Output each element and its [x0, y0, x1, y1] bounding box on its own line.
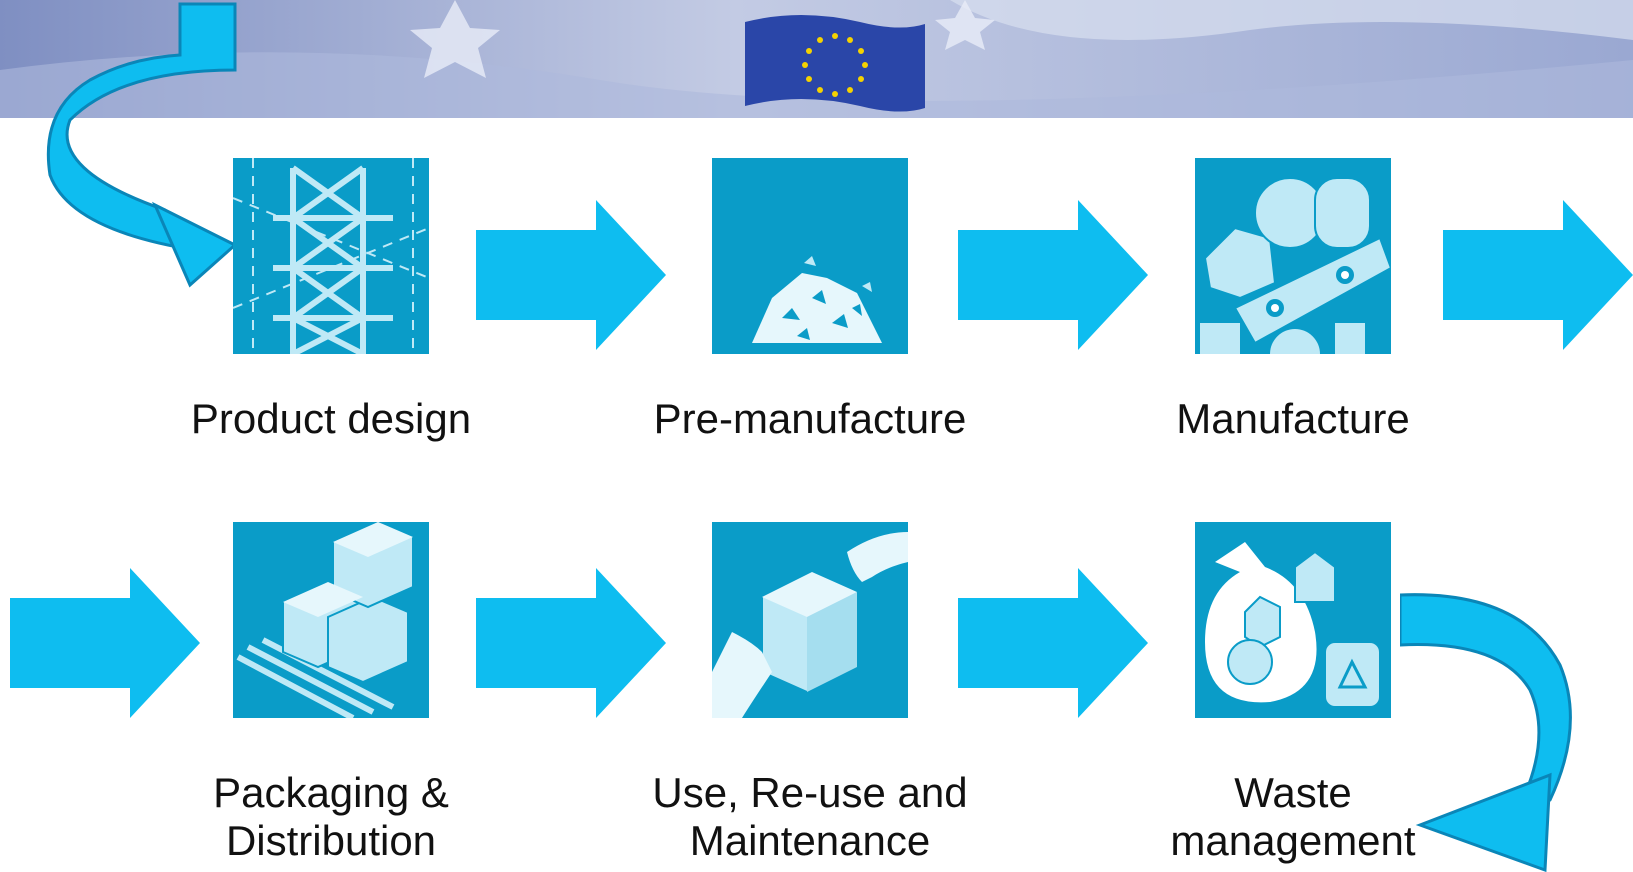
packaging-distribution-tile	[233, 522, 429, 718]
step-label-line: Manufacture	[1176, 395, 1410, 442]
step-label-pre-manufacture: Pre-manufacture	[650, 395, 970, 443]
step-label-line: Waste	[1234, 769, 1352, 816]
step-label-line: Distribution	[225, 817, 437, 864]
step-label-line: Maintenance	[689, 817, 931, 864]
step-label-product-design: Product design	[171, 395, 491, 443]
arrow-pre-manufacture-to-manufacture	[958, 200, 1148, 350]
step-label-use-reuse-maintenance: Use, Re-use and Maintenance	[650, 769, 970, 865]
step-label-waste-management: Waste management	[1133, 769, 1453, 865]
step-label-packaging-distribution: Packaging & Distribution	[171, 769, 491, 865]
step-label-line: Pre-manufacture	[653, 395, 967, 442]
product-design-tile	[233, 158, 429, 354]
waste-bag-recycle-icon	[1205, 542, 1381, 708]
raw-material-pile-icon	[752, 256, 882, 343]
curved-arrow-top-left	[46, 2, 238, 288]
arrow-packaging-to-use	[476, 568, 666, 718]
arrow-use-to-waste	[958, 568, 1148, 718]
waste-management-tile	[1195, 522, 1391, 718]
eu-banner	[0, 0, 1633, 118]
curved-arrow-bottom-right	[1400, 593, 1572, 872]
step-label-line: Packaging &	[213, 769, 449, 816]
manufacture-tile	[1195, 158, 1391, 354]
step-label-line: management	[1170, 817, 1416, 864]
pre-manufacture-tile	[712, 158, 908, 354]
pallet-boxes-icon	[236, 522, 414, 718]
eu-flag-icon	[745, 15, 925, 112]
arrow-product-design-to-pre-manufacture	[476, 200, 666, 350]
arrow-manufacture-to-next-row	[1443, 200, 1633, 350]
star-decoration	[410, 0, 995, 78]
conveyor-belt-icon	[1200, 177, 1391, 354]
hands-box-icon	[712, 532, 908, 718]
step-label-manufacture: Manufacture	[1133, 395, 1453, 443]
arrow-into-packaging	[10, 568, 200, 718]
triangle-lattice-icon	[233, 158, 429, 354]
step-label-line: Product design	[190, 395, 472, 442]
use-reuse-maintenance-tile	[712, 522, 908, 718]
step-label-line: Use, Re-use and	[652, 769, 968, 816]
